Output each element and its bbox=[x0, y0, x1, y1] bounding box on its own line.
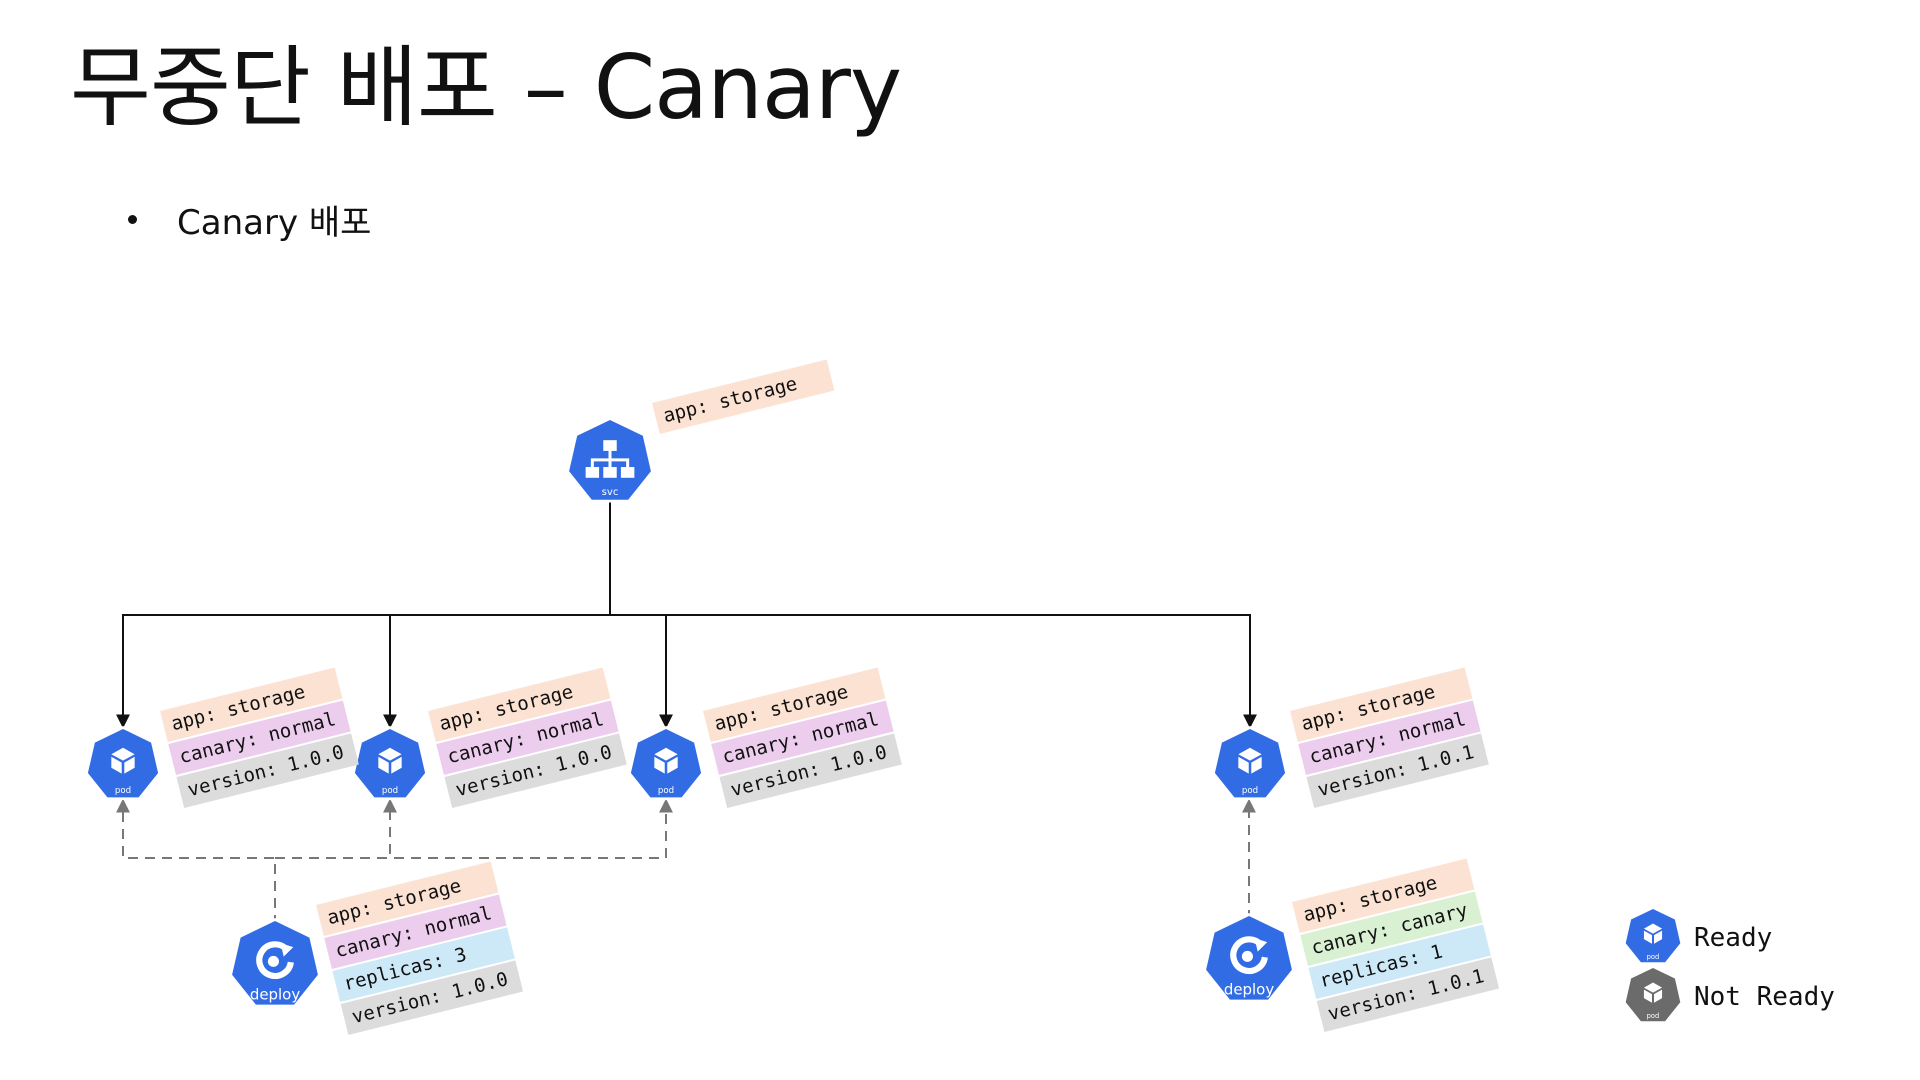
nodes: svc pod pod pod pod deploy deploy bbox=[85, 417, 1295, 1008]
legend-item-ready: pod Ready bbox=[1622, 906, 1772, 965]
icon-caption: deploy bbox=[1224, 980, 1274, 998]
pod-icon: pod bbox=[1622, 965, 1684, 1024]
service-icon: svc bbox=[566, 417, 654, 503]
deploy-icon: deploy bbox=[229, 918, 321, 1008]
icon-caption: pod bbox=[1242, 786, 1258, 796]
deploy-1-to-pod-1-line bbox=[116, 798, 276, 925]
pod-icon: pod bbox=[1622, 906, 1684, 965]
icon-caption: pod bbox=[658, 786, 674, 796]
icon-caption: svc bbox=[602, 487, 619, 498]
label-tag-app: app: storage bbox=[652, 359, 835, 435]
page-title: 무중단 배포 – Canary bbox=[70, 36, 902, 139]
pod-icon: pod bbox=[628, 726, 704, 801]
deploy-1-to-pod-3-line bbox=[275, 798, 673, 859]
pod-icon: pod bbox=[1212, 726, 1288, 801]
deploy-1-to-pod-2-line bbox=[275, 798, 397, 859]
icon-caption: pod bbox=[382, 786, 398, 796]
legend-label: Not Ready bbox=[1694, 982, 1835, 1012]
pod-icon: pod bbox=[352, 726, 428, 801]
svc-to-pod-2-line bbox=[383, 614, 610, 729]
icon-caption: deploy bbox=[250, 985, 300, 1003]
svc-to-pod-1-line bbox=[116, 502, 611, 729]
icon-caption: pod bbox=[1647, 1012, 1660, 1020]
legend-item-not-ready: pod Not Ready bbox=[1622, 965, 1835, 1024]
pod-icon: pod bbox=[85, 726, 161, 801]
svc-to-pod-3-line bbox=[610, 614, 673, 729]
icon-caption: pod bbox=[115, 786, 131, 796]
service-label-stack: app: storage bbox=[652, 359, 835, 435]
legend-label: Ready bbox=[1694, 923, 1772, 953]
bullet-text: Canary 배포 bbox=[177, 203, 372, 243]
bullet-dot bbox=[128, 215, 137, 224]
svc-to-pod-4-line bbox=[610, 614, 1257, 729]
deploy-icon: deploy bbox=[1203, 913, 1295, 1003]
icon-caption: pod bbox=[1647, 953, 1660, 961]
connections bbox=[116, 502, 1257, 925]
bullet-item: Canary 배포 bbox=[128, 195, 371, 244]
